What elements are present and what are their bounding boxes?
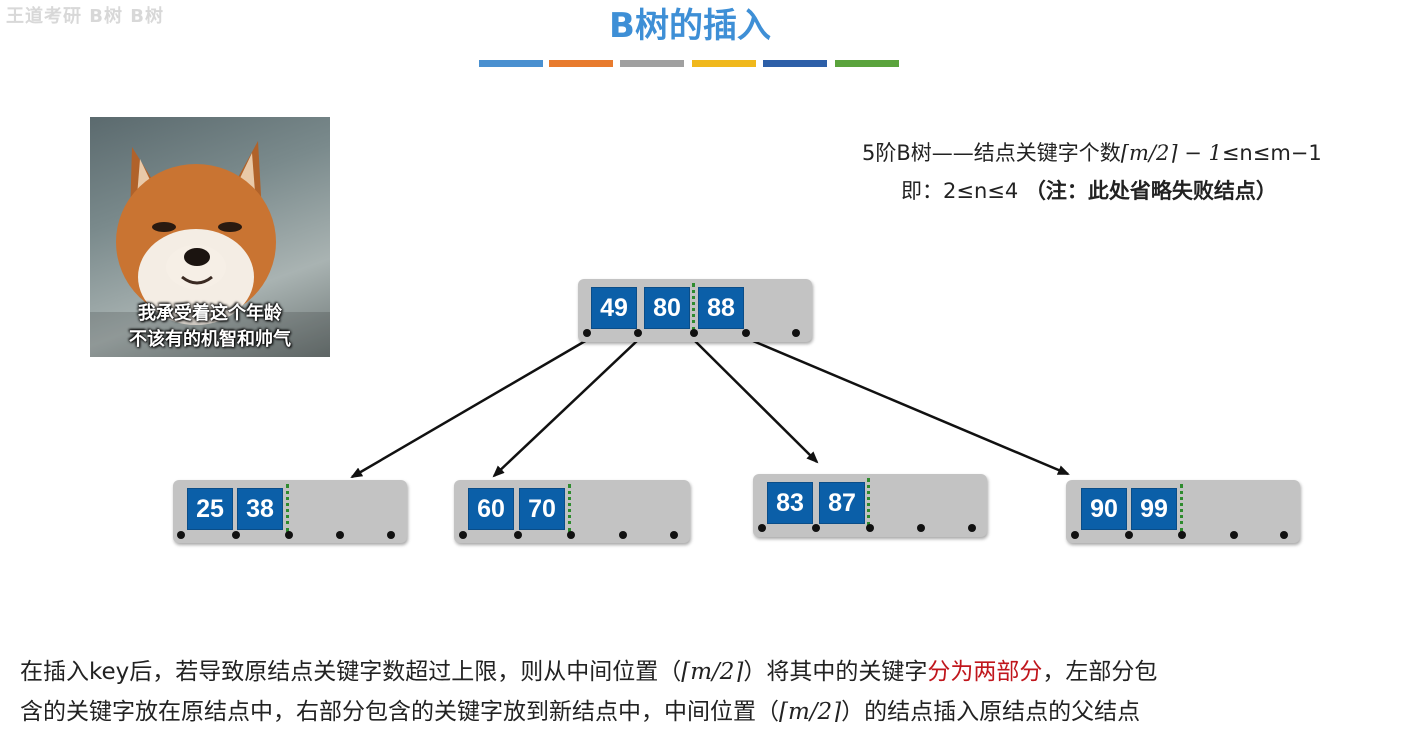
color-bar-6 (835, 60, 899, 67)
edge-root-to-child-1 (350, 338, 588, 479)
split-marker (692, 283, 695, 331)
pointer-dot (567, 531, 575, 539)
pointer-dot (1125, 531, 1133, 539)
shiba-dog-icon (90, 141, 330, 357)
rule-line1-formula: ⌈m/2⌉ − 1 (1120, 141, 1222, 165)
pointer-dot (917, 524, 925, 532)
edge-root-to-child-3 (693, 339, 819, 464)
tree-child-node-1: 25 38 (173, 480, 407, 543)
child2-key-1: 60 (468, 488, 514, 530)
pointer-dot (866, 524, 874, 532)
pointer-dot (619, 531, 627, 539)
desc-line1-red: 分为两部分 (927, 659, 1043, 685)
meme-caption-line1: 我承受着这个年龄 (138, 303, 282, 324)
child3-key-1: 83 (767, 482, 813, 524)
color-bar-1 (479, 60, 543, 67)
pointer-dot (583, 329, 591, 337)
desc-line2-a: 含的关键字放在原结点中，右部分包含的关键字放到新结点中，中间位置（ (20, 699, 779, 725)
rule-line1-prefix: 5阶B树——结点关键字个数 (862, 141, 1121, 165)
pointer-dot (387, 531, 395, 539)
color-bar-5 (763, 60, 827, 67)
desc-line2-b: ）的结点插入原结点的父结点 (841, 699, 1141, 725)
tree-child-node-4: 90 99 (1066, 480, 1300, 543)
desc-line2-formula: ⌈m/2⌉ (779, 699, 842, 725)
root-key-2: 80 (644, 287, 690, 329)
pointer-dot (1230, 531, 1238, 539)
split-marker (867, 478, 870, 526)
root-key-1: 49 (591, 287, 637, 329)
pointer-dot (177, 531, 185, 539)
meme-caption-line2: 不该有的机智和帅气 (129, 329, 291, 350)
pointer-dot (792, 329, 800, 337)
child4-key-2: 99 (1131, 488, 1177, 530)
description-line-1: 在插入key后，若导致原结点关键字数超过上限，则从中间位置（⌈m/2⌉）将其中的… (20, 652, 1157, 686)
tree-root-node: 49 80 88 (578, 279, 812, 342)
desc-line1-c: ，左部分包 (1042, 659, 1158, 685)
pointer-dot (336, 531, 344, 539)
pointer-dot (670, 531, 678, 539)
description-line-2: 含的关键字放在原结点中，右部分包含的关键字放到新结点中，中间位置（⌈m/2⌉）的… (20, 692, 1140, 726)
tree-child-node-3: 83 87 (753, 474, 987, 537)
shiba-meme-image: 我承受着这个年龄 不该有的机智和帅气 (90, 117, 330, 357)
pointer-dot (634, 329, 642, 337)
pointer-dot (232, 531, 240, 539)
pointer-dot (1280, 531, 1288, 539)
color-bar-4 (692, 60, 756, 67)
rule-line2-prefix: 即：2≤n≤4 (901, 179, 1019, 203)
child2-key-2: 70 (519, 488, 565, 530)
edge-root-to-child-4 (745, 336, 1070, 476)
desc-line1-formula: ⌈m/2⌉ (681, 659, 744, 685)
pointer-dot (1178, 531, 1186, 539)
tree-child-node-2: 60 70 (454, 480, 690, 543)
pointer-dot (459, 531, 467, 539)
color-bar-2 (549, 60, 613, 67)
split-marker (1180, 484, 1183, 532)
root-key-3: 88 (698, 287, 744, 329)
split-marker (568, 484, 571, 532)
child3-key-2: 87 (819, 482, 865, 524)
child1-key-1: 25 (187, 488, 233, 530)
rule-line-1: 5阶B树——结点关键字个数⌈m/2⌉ − 1≤n≤m−1 (862, 137, 1322, 167)
slide-title: B树的插入 (609, 6, 771, 46)
desc-line1-a: 在插入key后，若导致原结点关键字数超过上限，则从中间位置（ (20, 659, 682, 685)
pointer-dot (690, 329, 698, 337)
edge-root-to-child-2 (492, 339, 639, 478)
pointer-dot (968, 524, 976, 532)
rule-line1-suffix: ≤n≤m−1 (1221, 141, 1322, 165)
rule-line-2: 即：2≤n≤4 （注：此处省略失败结点） (901, 175, 1277, 205)
pointer-dot (742, 329, 750, 337)
pointer-dot (758, 524, 766, 532)
child1-key-2: 38 (237, 488, 283, 530)
rule-line2-note: （注：此处省略失败结点） (1024, 179, 1277, 203)
desc-line1-b: ）将其中的关键字 (743, 659, 928, 685)
pointer-dot (812, 524, 820, 532)
color-bar-3 (620, 60, 684, 67)
split-marker (286, 484, 289, 532)
pointer-dot (514, 531, 522, 539)
child4-key-1: 90 (1081, 488, 1127, 530)
pointer-dot (285, 531, 293, 539)
pointer-dot (1071, 531, 1079, 539)
watermark: 王道考研 B树 B树 (6, 6, 164, 27)
